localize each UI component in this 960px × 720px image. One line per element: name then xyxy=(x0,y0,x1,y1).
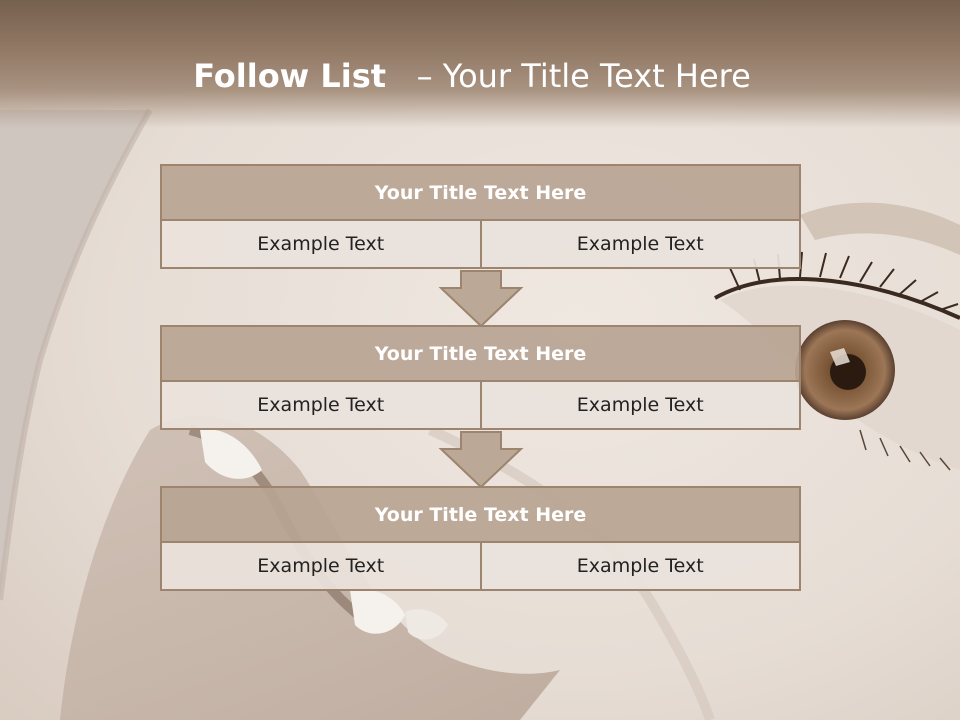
block-row: Example Text Example Text xyxy=(160,541,801,591)
down-arrow-icon xyxy=(438,270,524,328)
block-row: Example Text Example Text xyxy=(160,219,801,269)
block-cell-right: Example Text xyxy=(479,219,801,269)
slide-title-rest: – Your Title Text Here xyxy=(416,57,751,95)
block-cell-left: Example Text xyxy=(160,380,482,430)
down-arrow-icon xyxy=(438,431,524,489)
block-title: Your Title Text Here xyxy=(160,325,801,382)
list-block-3: Your Title Text Here Example Text Exampl… xyxy=(160,486,801,591)
slide-title: Follow List – Your Title Text Here xyxy=(0,52,944,100)
slide-title-bold: Follow List xyxy=(193,57,387,95)
block-title: Your Title Text Here xyxy=(160,164,801,221)
title-band xyxy=(0,0,960,128)
block-cell-left: Example Text xyxy=(160,541,482,591)
block-cell-left: Example Text xyxy=(160,219,482,269)
list-block-1: Your Title Text Here Example Text Exampl… xyxy=(160,164,801,269)
list-block-2: Your Title Text Here Example Text Exampl… xyxy=(160,325,801,430)
block-title: Your Title Text Here xyxy=(160,486,801,543)
block-row: Example Text Example Text xyxy=(160,380,801,430)
block-cell-right: Example Text xyxy=(479,541,801,591)
slide-title-spacer xyxy=(396,57,406,95)
block-cell-right: Example Text xyxy=(479,380,801,430)
